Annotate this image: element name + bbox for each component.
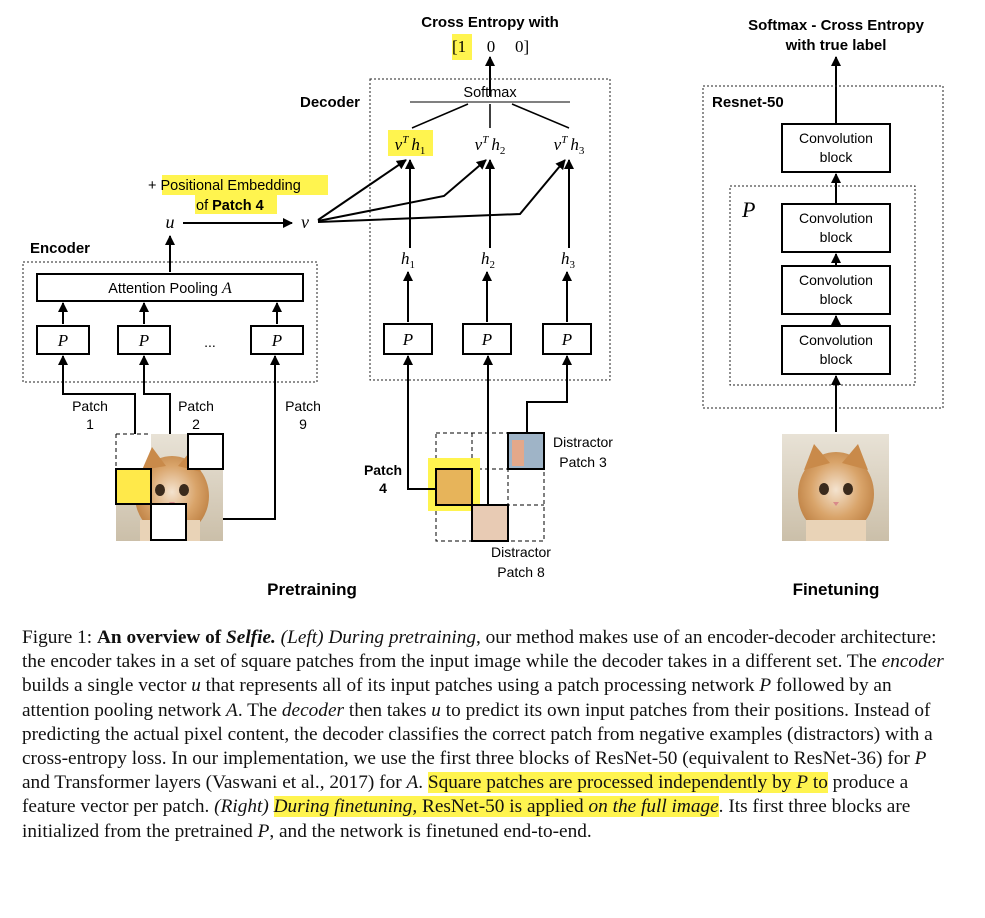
caption-title: An overview of Selfie. [96, 627, 276, 648]
finetune-objective-line1: Softmax - Cross Entropy [748, 17, 925, 34]
enc-p-box-1 [36, 325, 90, 355]
conv-block-4-box [781, 123, 891, 173]
decoder-patch-grid [428, 432, 545, 542]
logit1-to-softmax [411, 103, 469, 129]
p-inner-box [729, 185, 916, 386]
p-inner-label: P [741, 197, 755, 222]
v-symbol: v [301, 212, 309, 232]
cross-entropy-label: Cross Entropy with [421, 14, 559, 31]
dec-p-box-2 [462, 323, 512, 355]
attention-pooling-label: Attention Pooling A [108, 280, 232, 297]
logit1-highlight [388, 130, 433, 156]
attention-pooling-box [36, 273, 304, 302]
target-vector-2: 0 [487, 37, 496, 56]
encoder-box [22, 261, 318, 383]
decoder-box [369, 78, 611, 381]
patch3-to-p3 [526, 355, 572, 433]
conv-block-1-box [781, 325, 891, 375]
finetuning-label: Finetuning [793, 580, 880, 599]
pos-embed-highlight-2 [195, 195, 277, 214]
target-vector-3: 0] [515, 37, 529, 56]
pos-embed-line2: of Patch 4 [196, 198, 264, 214]
finetune-objective-line2: with true label [785, 37, 887, 54]
hidden-1: h1 [401, 249, 415, 271]
encoder-cat-image [115, 433, 224, 541]
softmax-label: Softmax [463, 85, 517, 101]
conv-block-3-box [781, 203, 891, 253]
resnet-box [702, 85, 944, 409]
u-symbol: u [166, 212, 175, 232]
conv-block-2-box [781, 265, 891, 315]
enc-p-box-3 [250, 325, 304, 355]
hidden-2: h2 [481, 249, 495, 271]
target-vector-1: [1 [452, 37, 466, 56]
enc-ellipsis: ... [204, 334, 216, 350]
dec-p-box-1 [383, 323, 433, 355]
pretraining-label: Pretraining [267, 580, 357, 599]
dec-p-1: P [402, 330, 413, 349]
resnet-label: Resnet-50 [712, 94, 784, 111]
decoder-label: Decoder [300, 94, 360, 111]
v-to-logit2 [317, 159, 487, 222]
figure-caption: Figure 1: An overview of Selfie. (Left) … [22, 627, 944, 842]
logit3-to-softmax [511, 103, 570, 129]
enc-p-2: P [138, 331, 149, 350]
target-highlight [452, 34, 472, 60]
selfie-architecture-diagram: Cross Entropy with [1 0 0] Decoder Softm… [22, 14, 944, 599]
encoder-label: Encoder [30, 240, 90, 257]
caption-right-label: (Right) [214, 796, 269, 818]
patch2-arrow [139, 355, 171, 434]
caption-highlight-1: Square patches are processed independent… [427, 772, 828, 794]
pos-embed-line1: + Positional Embedding [148, 178, 301, 194]
pos-embed-highlight-1 [162, 175, 328, 195]
patch4-image [435, 468, 473, 506]
v-to-logit3 [317, 159, 566, 223]
enc-p-1: P [57, 331, 68, 350]
dec-p-3: P [561, 330, 572, 349]
patch9-arrow [205, 355, 280, 520]
dec-p-box-3 [542, 323, 592, 355]
caption-figure-number: Figure 1: [22, 627, 97, 648]
enc-p-box-2 [117, 325, 171, 355]
hidden-3: h3 [561, 249, 576, 271]
enc-p-3: P [271, 331, 282, 350]
v-to-logit1 [317, 159, 407, 221]
finetune-cat-image [782, 434, 889, 541]
patch4-to-p1 [403, 355, 436, 490]
caption-left-label: (Left) During pretraining [280, 627, 476, 648]
caption-highlight-2: During finetuning, ResNet-50 is applied … [273, 796, 719, 818]
distractor8-image [471, 504, 509, 542]
dec-p-2: P [481, 330, 492, 349]
